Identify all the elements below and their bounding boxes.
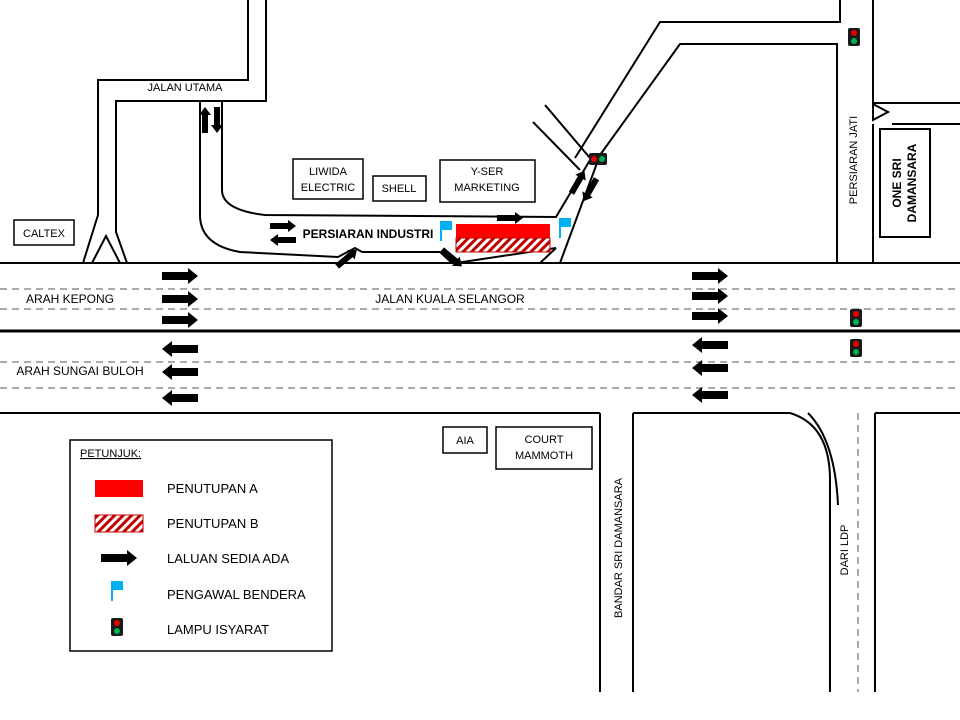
legend-penutupan-a-swatch [95, 480, 143, 497]
legend-pengawal-label: PENGAWAL BENDERA [167, 587, 306, 602]
arrow-left-icon [692, 387, 728, 403]
jalan-utama-road [82, 0, 591, 264]
legend-penutupan-a-label: PENUTUPAN A [167, 481, 258, 496]
arrow-right-icon [162, 312, 198, 328]
shell-label: SHELL [382, 183, 417, 195]
one-sri-label-1: ONE SRI [890, 158, 904, 207]
penutupan-b-zone [455, 237, 551, 253]
arrow-left-icon [162, 341, 198, 357]
buildings: CALTEX LIWIDA ELECTRIC SHELL Y-SER MARKE… [13, 128, 931, 470]
arah-kepong-label: ARAH KEPONG [26, 292, 114, 306]
arrow-right-icon [270, 220, 296, 232]
arah-sungai-buloh-label: ARAH SUNGAI BULOH [16, 364, 143, 378]
traffic-light-icon [848, 28, 860, 46]
diagonal-road [532, 0, 841, 264]
jalan-utama-label: JALAN UTAMA [148, 82, 224, 94]
court-label-1: COURT [525, 434, 564, 446]
jalan-kuala-selangor-label: JALAN KUALA SELANGOR [375, 292, 525, 306]
yser-label-2: MARKETING [454, 182, 519, 194]
yser-label-1: Y-SER [471, 166, 504, 178]
liwida-label-1: LIWIDA [309, 166, 348, 178]
legend: PETUNJUK: PENUTUPAN A PENUTUPAN B LALUAN… [69, 439, 333, 652]
legend-laluan-label: LALUAN SEDIA ADA [167, 551, 289, 566]
arrow-left-icon [270, 234, 296, 246]
flag-icon [440, 220, 453, 242]
arrow-left-icon [162, 364, 198, 380]
arrow-right-icon [692, 288, 728, 304]
court-label-2: MAMMOTH [515, 450, 573, 462]
arrow-left-icon [162, 390, 198, 406]
arrow-right-icon [497, 212, 523, 224]
penutupan-a-zone [456, 224, 550, 238]
dari-ldp-label: DARI LDP [839, 525, 851, 576]
persiaran-jati-label: PERSIARAN JATI [848, 116, 860, 204]
arrow-left-icon [692, 337, 728, 353]
legend-traffic-light-icon [111, 618, 123, 636]
aia-label: AIA [456, 435, 474, 447]
street-labels: JALAN UTAMA PERSIARAN INDUSTRI JALAN KUA… [16, 82, 860, 618]
bandar-sri-damansara-label: BANDAR SRI DAMANSARA [613, 477, 625, 618]
arrow-right-icon [162, 268, 198, 284]
legend-penutupan-b-label: PENUTUPAN B [167, 516, 259, 531]
southern-roads [599, 412, 876, 692]
legend-title: PETUNJUK: [80, 448, 141, 460]
liwida-label-2: ELECTRIC [301, 182, 355, 194]
one-sri-label-2: DAMANSARA [905, 143, 919, 222]
legend-penutupan-b-swatch [94, 514, 144, 533]
persiaran-jati-road [872, 0, 960, 263]
arrow-right-icon [692, 308, 728, 324]
traffic-light-icon [589, 153, 607, 165]
arrow-right-icon [162, 291, 198, 307]
legend-lampu-label: LAMPU ISYARAT [167, 622, 269, 637]
caltex-label: CALTEX [23, 228, 66, 240]
traffic-light-icon [850, 339, 862, 357]
traffic-light-icon [850, 309, 862, 327]
jalan-kuala-selangor-road [0, 262, 960, 414]
arrow-right-icon [692, 268, 728, 284]
persiaran-industri-label: PERSIARAN INDUSTRI [303, 227, 434, 241]
